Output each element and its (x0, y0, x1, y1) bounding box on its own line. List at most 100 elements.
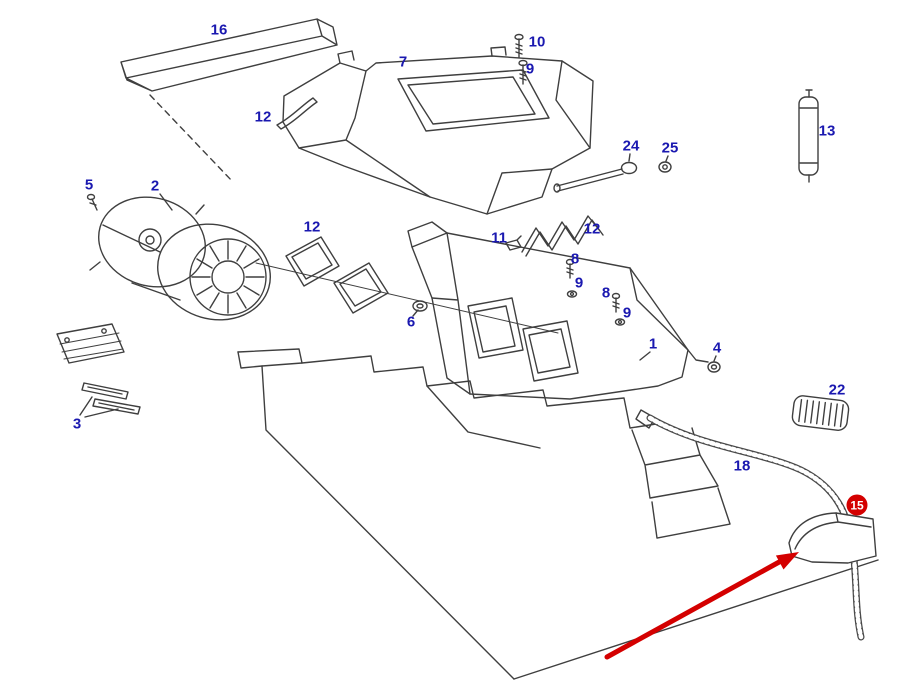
seal-strip-part-12-left (276, 97, 318, 130)
part-label-11: 11 (491, 229, 507, 247)
screw-shaft (519, 64, 527, 85)
part-label-1: 1 (648, 335, 658, 353)
part-label-4: 4 (712, 339, 722, 357)
motor-cap-outer (138, 228, 162, 252)
part-label-10: 10 (528, 33, 546, 51)
screw-shaft (612, 297, 620, 313)
cover-body (788, 512, 877, 564)
serpentine-seal (521, 215, 604, 257)
clip-body (566, 290, 578, 298)
leader-line-4 (713, 355, 717, 362)
part-label-12-left: 12 (254, 108, 272, 126)
housing-top-bracket (407, 221, 448, 248)
screw-part-10 (514, 33, 524, 58)
blower-motor-part-2 (89, 193, 272, 321)
cab-cowl-contour (301, 355, 657, 429)
housing-openings (467, 297, 579, 382)
bolt-head (553, 183, 561, 193)
blower-housing-right (156, 223, 272, 321)
bracket-assembly-part-3 (56, 323, 141, 418)
leader-lines-24-25 (628, 153, 669, 162)
roof-rail-outline (120, 18, 338, 92)
vent-grille-part-22 (791, 395, 850, 431)
screw-shaft (566, 263, 574, 279)
receiver-cartridge-part-13 (798, 89, 819, 183)
part-label-22: 22 (828, 381, 846, 399)
housing-outline (411, 232, 689, 400)
part-label-9b: 9 (574, 274, 584, 292)
top-cover-panel-part-7 (282, 46, 594, 215)
part-label-16: 16 (210, 21, 228, 39)
vent-frame (791, 395, 850, 431)
cab-inner-line (426, 385, 541, 449)
part-label-2: 2 (150, 177, 160, 195)
fastener-25 (658, 161, 672, 173)
fastener-24 (620, 161, 638, 175)
fastener-part-4 (707, 355, 721, 373)
bracket-plate (56, 323, 125, 364)
part-label-7: 7 (398, 53, 408, 71)
screw-part-9-top (518, 59, 528, 85)
hose-part-18 (635, 409, 865, 641)
grommet-part-6 (412, 300, 428, 317)
motor-cap-inner (145, 235, 155, 245)
panel-raised-section (397, 69, 550, 132)
clip-body (614, 318, 626, 326)
part-label-24: 24 (622, 137, 640, 155)
cab-bottom-edge (513, 559, 879, 680)
clip-hole (617, 319, 623, 325)
bracket-hole-right (101, 328, 107, 334)
clip-hole (569, 291, 575, 297)
part-label-6: 6 (406, 313, 416, 331)
heater-housing-part-1 (407, 221, 709, 400)
part-label-18: 18 (733, 457, 751, 475)
bracket-hatch (59, 332, 124, 360)
screw-part-8b (611, 292, 621, 313)
cab-body-wireframe (237, 348, 879, 680)
grommet-outer (412, 300, 428, 312)
gasket-frames-part-12-mid (255, 236, 559, 334)
part-label-9-top: 9 (525, 60, 535, 78)
fan-wheel-blades (191, 240, 265, 314)
vent-slats (798, 398, 844, 428)
bolt-shaft (556, 168, 624, 192)
fastener-25-hole (662, 164, 668, 170)
clip-part-9c (614, 318, 626, 326)
screw-head (86, 193, 96, 201)
cover-part-15 (788, 512, 877, 564)
seal-strip-curve (276, 97, 318, 130)
gasket-frame-shapes (285, 236, 389, 314)
blower-housing-left (97, 196, 207, 288)
spring-seal-part-12-right (521, 215, 604, 257)
bolt-parts-24-25 (553, 153, 672, 193)
part-label-12-mid: 12 (303, 218, 321, 236)
screw-part-5 (86, 193, 98, 211)
screw-part-8a (565, 258, 575, 279)
leader-lines-3 (79, 396, 119, 418)
cover-fold-lines (794, 512, 872, 550)
part-label-25: 25 (661, 139, 679, 157)
fastener-outer (707, 361, 721, 373)
bracket-clips (81, 382, 141, 415)
panel-fold-lines (298, 46, 591, 215)
clip-part-11 (505, 235, 522, 251)
cab-step-detail (237, 348, 303, 367)
clip-part-9b (566, 290, 578, 298)
fastener-inner (710, 364, 718, 370)
arrow-head (775, 552, 799, 570)
part-label-8a: 8 (570, 250, 580, 268)
part-label-8b: 8 (601, 284, 611, 302)
alignment-line (255, 262, 559, 334)
part-label-9c: 9 (622, 304, 632, 322)
leader-line-1 (639, 351, 651, 361)
leader-line-2 (159, 193, 173, 211)
screw-shaft (89, 198, 98, 211)
blower-mount-tabs (89, 204, 205, 301)
leader-line-6 (412, 309, 419, 317)
fan-wheel-outer (189, 238, 267, 316)
hose-corrugation (647, 415, 864, 640)
screw-shaft (515, 38, 523, 58)
part-label-12-right: 12 (583, 220, 601, 238)
grommet-inner (416, 303, 424, 309)
